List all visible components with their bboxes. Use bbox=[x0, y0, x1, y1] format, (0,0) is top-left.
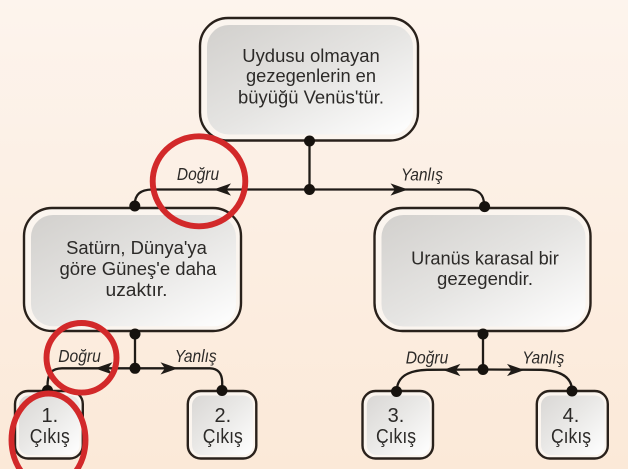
svg-text:Yanlış: Yanlış bbox=[522, 348, 564, 368]
svg-text:3.: 3. bbox=[388, 405, 405, 427]
svg-text:Çıkış: Çıkış bbox=[551, 426, 591, 448]
svg-text:Uranüs karasal bir: Uranüs karasal bir bbox=[411, 249, 559, 269]
svg-text:gezegendir.: gezegendir. bbox=[437, 269, 533, 289]
svg-text:Çıkış: Çıkış bbox=[203, 426, 243, 448]
svg-text:4.: 4. bbox=[563, 405, 580, 427]
svg-text:büyüğü Venüs'tür.: büyüğü Venüs'tür. bbox=[238, 88, 384, 108]
svg-text:uzaktır.: uzaktır. bbox=[106, 280, 168, 300]
svg-text:2.: 2. bbox=[214, 405, 231, 427]
svg-text:Yanlış: Yanlış bbox=[175, 346, 217, 366]
svg-text:Çıkış: Çıkış bbox=[30, 426, 70, 448]
svg-text:göre Güneş'e daha: göre Güneş'e daha bbox=[60, 259, 218, 279]
svg-text:Doğru: Doğru bbox=[177, 164, 219, 184]
svg-text:Çıkış: Çıkış bbox=[376, 426, 416, 448]
svg-text:Doğru: Doğru bbox=[58, 346, 101, 366]
svg-text:Uydusu olmayan: Uydusu olmayan bbox=[242, 46, 380, 66]
svg-text:gezegenlerin en: gezegenlerin en bbox=[246, 66, 376, 86]
svg-text:Yanlış: Yanlış bbox=[401, 165, 443, 185]
svg-text:Satürn, Dünya'ya: Satürn, Dünya'ya bbox=[66, 238, 208, 258]
svg-text:Doğru: Doğru bbox=[406, 348, 449, 368]
svg-text:1.: 1. bbox=[41, 405, 58, 427]
